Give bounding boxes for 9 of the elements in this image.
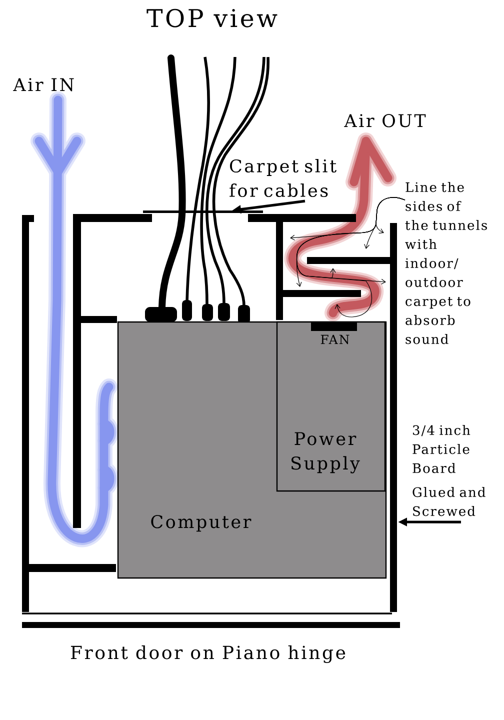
title: TOP view — [146, 8, 278, 28]
door-label: Front door on Piano hinge — [70, 645, 346, 663]
annotation: Carpet slit for cables — [230, 159, 336, 198]
annotation: Line the sides of the tunnels with indoor/ outdoor carpet to absorb sound — [405, 182, 487, 344]
leader-line — [296, 197, 406, 318]
flow-label: Air OUT — [344, 114, 426, 128]
flow-label: Air IN — [13, 78, 74, 92]
fan-label: FAN — [320, 334, 350, 344]
annotation: 3/4 inch Particle Board Glued and Screwed — [412, 425, 486, 516]
